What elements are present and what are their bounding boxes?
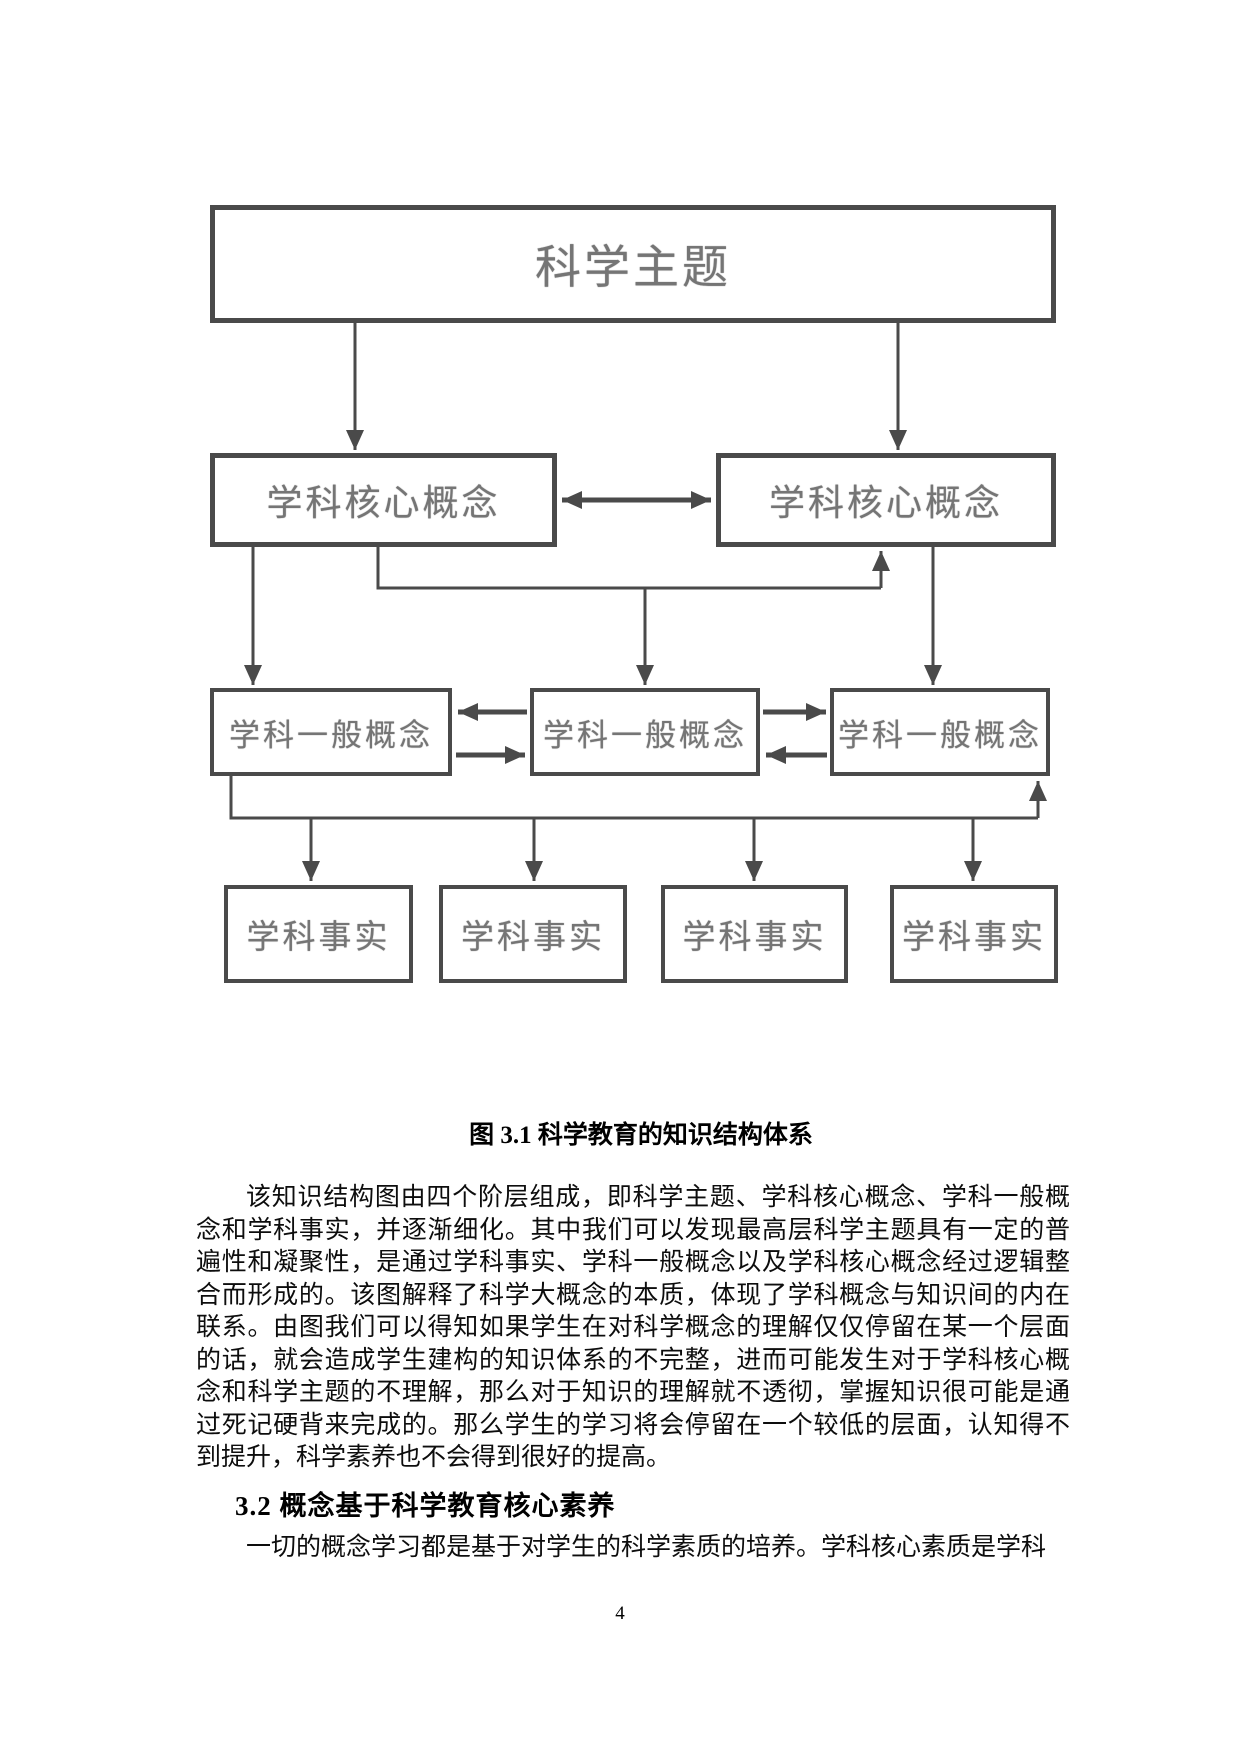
body-paragraph-2: 一切的概念学习都是基于对学生的科学素质的培养。学科核心素质是学科 — [246, 1534, 1047, 1561]
node-subject-fact-3: 学科事实 — [661, 885, 848, 983]
node-general-concept-2: 学科一般概念 — [530, 688, 760, 776]
connector-core-left-elbow — [376, 547, 881, 590]
node-general-concept-3: 学科一般概念 — [830, 688, 1050, 776]
node-subject-fact-3-label: 学科事实 — [682, 920, 827, 956]
body-paragraph-1: 该知识结构图由四个阶层组成，即科学主题、学科核心概念、学科一般概念和学科事实，并… — [196, 1184, 1070, 1471]
node-subject-fact-1-label: 学科事实 — [246, 920, 391, 956]
node-general-concept-2-label: 学科一般概念 — [543, 717, 747, 753]
section-heading-3-2: 3.2 概念基于科学教育核心素养 — [235, 1491, 616, 1521]
node-subject-fact-2-label: 学科事实 — [461, 920, 605, 956]
connector-general-to-facts-rail — [229, 776, 1038, 820]
knowledge-structure-diagram: 科学主题 学科核心概念 学科核心概念 学科一般概念 学科一般概念 学科一般概念 … — [210, 205, 1058, 983]
node-subject-fact-4: 学科事实 — [890, 885, 1058, 983]
page-number: 4 — [615, 1603, 625, 1624]
node-general-concept-1-label: 学科一般概念 — [229, 717, 433, 753]
node-subject-fact-1: 学科事实 — [224, 885, 413, 983]
diagram-connectors — [229, 323, 1047, 881]
node-core-concept-right: 学科核心概念 — [716, 453, 1056, 547]
node-subject-fact-2: 学科事实 — [439, 885, 627, 983]
node-core-concept-left: 学科核心概念 — [210, 453, 557, 547]
node-general-concept-3-label: 学科一般概念 — [838, 717, 1042, 753]
node-core-concept-right-label: 学科核心概念 — [768, 483, 1003, 523]
node-science-theme: 科学主题 — [210, 205, 1056, 323]
node-science-theme-label: 科学主题 — [535, 242, 731, 293]
node-core-concept-left-label: 学科核心概念 — [266, 483, 501, 523]
node-subject-fact-4-label: 学科事实 — [902, 920, 1046, 956]
node-general-concept-1: 学科一般概念 — [210, 688, 452, 776]
figure-caption: 图 3.1 科学教育的知识结构体系 — [469, 1122, 813, 1149]
